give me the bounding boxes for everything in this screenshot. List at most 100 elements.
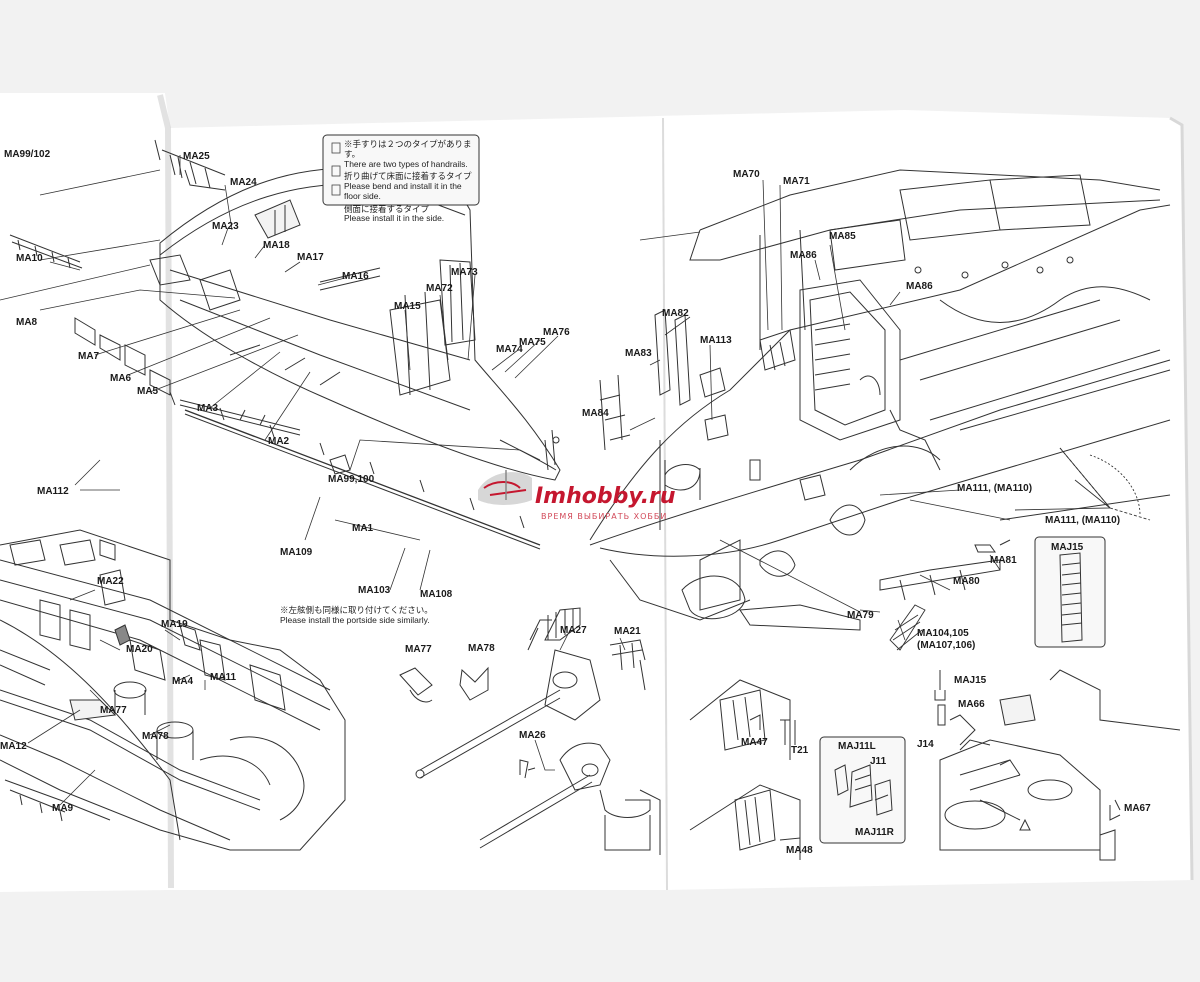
label-ma12: MA12	[0, 741, 27, 752]
label-ma107-106: (MA107,106)	[917, 640, 976, 651]
label-maj15: MAJ15	[954, 675, 987, 686]
label-ma19: MA19	[161, 619, 188, 630]
label-ma99-102: MA99/102	[4, 149, 51, 160]
label-ma48: MA48	[786, 845, 813, 856]
label-ma16: MA16	[342, 271, 369, 282]
label-ma11: MA11	[210, 672, 237, 683]
handrail-note-title-jp: ※手すりは２つのタイプがあります。	[344, 139, 472, 159]
label-maj11r: MAJ11R	[855, 827, 894, 838]
handrail-note-title-en: There are two types of handrails.	[344, 158, 468, 169]
label-ma47: MA47	[741, 737, 768, 748]
label-ma104-105: MA104,105	[917, 628, 969, 639]
watermark-site: Imhobby.ru	[535, 484, 676, 509]
portside-note: ※左舷側も同様に取り付けてください。 Please install the po…	[280, 605, 433, 626]
label-ma73: MA73	[451, 267, 478, 278]
bow-hull-drawing	[589, 169, 1171, 631]
label-ma1: MA1	[352, 523, 374, 534]
label-ma103: MA103	[358, 585, 391, 596]
label-ma72: MA72	[426, 283, 453, 294]
ma111-angle-diagram	[1014, 447, 1151, 521]
handrail-type1-jp: 折り曲げて床面に接着するタイプ	[344, 171, 472, 182]
label-ma86-left: MA86	[790, 250, 817, 261]
maj11-parts	[834, 764, 893, 816]
label-ma24: MA24	[230, 177, 257, 188]
watermark-tagline: ВРЕМЯ ВЫБИРАТЬ ХОББИ	[541, 512, 668, 521]
label-ma67: MA67	[1124, 803, 1151, 814]
label-ma83: MA83	[625, 348, 652, 359]
label-ma3: MA3	[197, 403, 219, 414]
handrail-note: ※手すりは２つのタイプがあります。 There are two types of…	[344, 139, 476, 224]
label-ma15: MA15	[394, 301, 421, 312]
label-ma99-100: MA99,100	[328, 474, 375, 485]
label-ma111-upper: MA111, (MA110)	[957, 483, 1033, 494]
maj15-ladder-part	[1059, 552, 1083, 643]
label-ma25: MA25	[183, 151, 210, 162]
label-ma2: MA2	[268, 436, 290, 447]
label-ma76: MA76	[543, 327, 570, 338]
label-ma86-right: MA86	[906, 281, 933, 292]
label-ma78-right: MA78	[468, 643, 495, 654]
paper-left-page	[0, 93, 665, 892]
handrail-side-icon	[331, 184, 341, 196]
lower-right-drawings	[689, 669, 1181, 861]
ma77-ma78-parts	[399, 666, 489, 703]
maj11-inset-box	[819, 736, 906, 844]
portside-note-en: Please install the portside side similar…	[280, 614, 430, 625]
label-ma66: MA66	[958, 699, 985, 710]
page-fold	[662, 117, 668, 891]
label-ma26: MA26	[519, 730, 546, 741]
leader-lines-right-upper	[629, 179, 1011, 641]
label-ma84: MA84	[582, 408, 609, 419]
label-ma78-left: MA78	[142, 731, 169, 742]
leader-lines-upper-left	[39, 155, 559, 591]
label-ma109: MA109	[280, 547, 313, 558]
label-maj11l: MAJ11L	[838, 741, 876, 752]
label-ma5: MA5	[137, 386, 159, 397]
label-j14: J14	[917, 739, 934, 750]
label-ma18: MA18	[263, 240, 290, 251]
label-ma112: MA112	[37, 486, 69, 497]
label-ma79: MA79	[847, 610, 874, 621]
label-j11: J11	[870, 756, 887, 767]
label-ma71: MA71	[783, 176, 810, 187]
portside-note-jp: ※左舷側も同様に取り付けてください。	[280, 605, 433, 615]
handrail-floor-icon	[331, 165, 341, 177]
label-ma21: MA21	[614, 626, 641, 637]
maj15-inset-box	[1034, 536, 1106, 648]
label-ma70: MA70	[733, 169, 760, 180]
label-t21: T21	[791, 745, 809, 756]
label-ma20: MA20	[126, 644, 153, 655]
label-ma17: MA17	[297, 252, 324, 263]
leader-lines-lower-left	[27, 589, 206, 806]
label-ma113: MA113	[700, 335, 732, 346]
label-ma77-right: MA77	[405, 644, 432, 655]
handrail-type-icon	[331, 142, 341, 154]
label-ma22: MA22	[97, 576, 124, 587]
watermark-logo-icon	[478, 470, 532, 505]
label-ma10: MA10	[16, 253, 43, 264]
label-ma77-left: MA77	[100, 705, 127, 716]
label-ma75: MA75	[519, 337, 546, 348]
label-ma74: MA74	[496, 344, 523, 355]
midship-drawing	[0, 529, 346, 851]
label-ma82: MA82	[662, 308, 689, 319]
label-ma7: MA7	[78, 351, 100, 362]
label-ma111-lower: MA111, (MA110)	[1045, 515, 1121, 526]
handrail-type2-jp: 側面に接着するタイプ	[344, 203, 430, 214]
label-ma6: MA6	[110, 373, 132, 384]
label-ma23: MA23	[212, 221, 239, 232]
label-ma9: MA9	[52, 803, 74, 814]
label-ma85: MA85	[829, 231, 856, 242]
leader-lines-gun	[534, 629, 626, 771]
label-ma108: MA108	[420, 589, 453, 600]
label-ma81: MA81	[990, 555, 1017, 566]
label-ma8: MA8	[16, 317, 38, 328]
handrail-type2-en: Please install it in the side.	[344, 213, 445, 224]
handrail-note-box	[322, 134, 480, 206]
ladder-ma104	[889, 604, 926, 651]
handrail-type1-en: Please bend and install it in the floor …	[344, 181, 462, 201]
label-ma4: MA4	[172, 676, 194, 687]
label-ma27: MA27	[560, 625, 587, 636]
label-ma80: MA80	[953, 576, 980, 587]
